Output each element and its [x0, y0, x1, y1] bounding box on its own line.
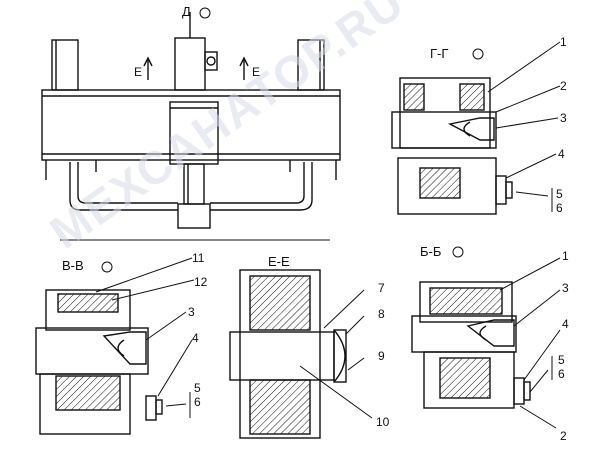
section-arrow-e-left: Е	[134, 65, 143, 79]
callout-vv-6: 6	[194, 395, 201, 409]
callout-vv-11: 11	[192, 251, 205, 265]
section-gg-view	[391, 41, 561, 215]
callout-bb-3: 3	[562, 281, 569, 295]
callout-vv-12: 12	[194, 275, 208, 289]
callout-vv-3: 3	[188, 305, 195, 319]
section-vv-title: В-В	[62, 258, 84, 273]
section-vv-view	[35, 257, 195, 435]
callout-gg-2: 2	[560, 79, 567, 93]
callout-ee-8: 8	[378, 307, 385, 321]
callout-vv-4: 4	[192, 331, 199, 345]
callout-bb-1: 1	[562, 249, 569, 263]
callout-bb-5: 5	[558, 353, 565, 367]
callout-ee-10: 10	[376, 415, 390, 429]
section-bb-view	[411, 257, 561, 429]
section-ee-view	[229, 269, 373, 439]
section-gg-title: Г-Г	[430, 46, 449, 61]
callout-gg-5: 5	[556, 187, 563, 201]
callout-bb-2: 2	[560, 429, 567, 443]
callout-vv-5: 5	[194, 381, 201, 395]
callout-bb-6: 6	[558, 367, 565, 381]
view-label-d: Д	[182, 4, 191, 19]
section-arrow-e-right: Е	[252, 65, 261, 79]
callout-ee-9: 9	[378, 349, 385, 363]
callout-gg-6: 6	[556, 201, 563, 215]
main-assembly-view	[41, 12, 341, 241]
section-ee-title: Е-Е	[268, 254, 290, 269]
callout-gg-4: 4	[558, 147, 565, 161]
callout-gg-1: 1	[560, 35, 567, 49]
callout-bb-4: 4	[562, 317, 569, 331]
callout-gg-3: 3	[560, 111, 567, 125]
section-bb-title: Б-Б	[420, 244, 442, 259]
callout-ee-7: 7	[378, 281, 385, 295]
